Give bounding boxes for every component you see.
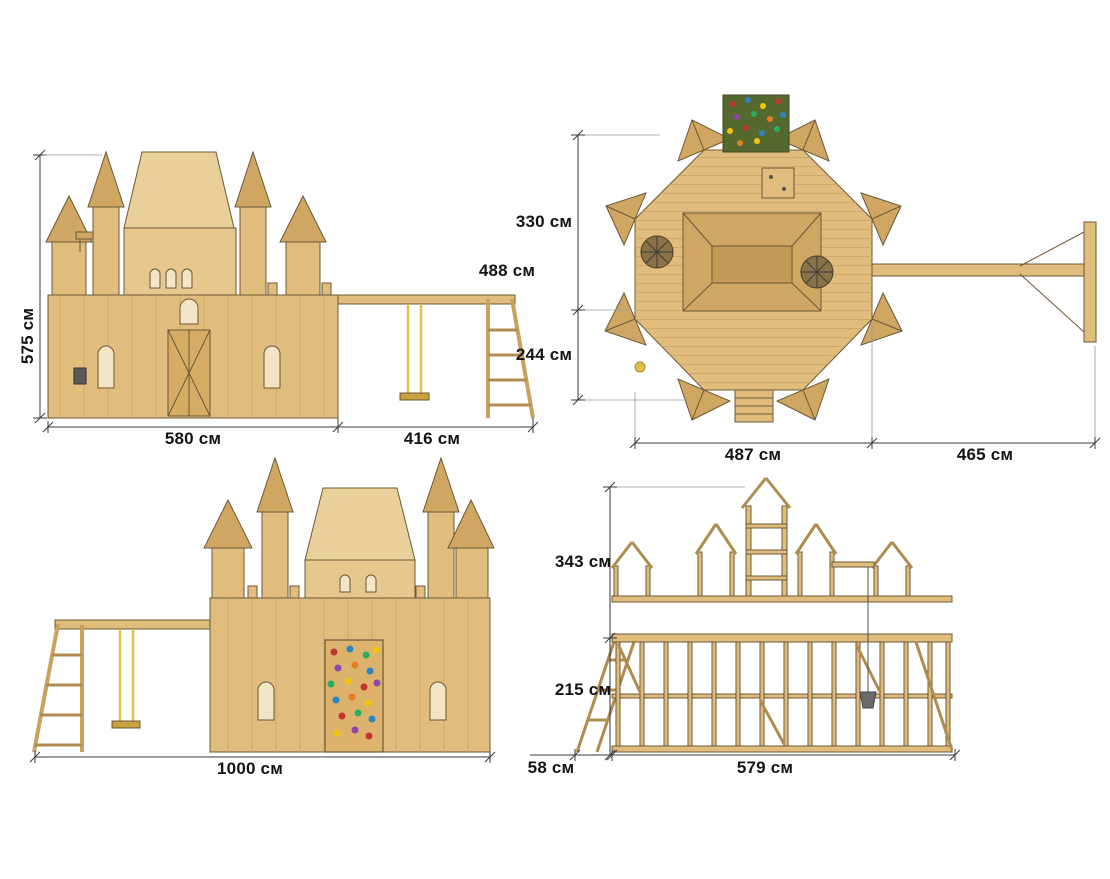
dim-plan-depths — [571, 129, 688, 406]
pulley-arm — [831, 561, 877, 709]
dim-label-front-height: 575 см — [18, 307, 37, 365]
dim-label-plan-lower-depth: 244 см — [515, 345, 573, 364]
tower-roof-fans — [604, 119, 903, 421]
dim-label-frame-ladder-offset: 58 см — [527, 758, 575, 777]
dim-label-front-castle-width: 580 см — [164, 429, 222, 448]
top-plan-view — [571, 94, 1101, 449]
castle-door — [167, 298, 211, 417]
dim-label-frame-upper-height: 343 см — [554, 552, 612, 571]
dim-label-plan-beam-length: 465 см — [956, 445, 1014, 464]
climbing-wall-top — [722, 94, 790, 153]
dim-front-widths — [42, 418, 539, 433]
dim-label-front-swing-width: 416 см — [403, 429, 461, 448]
dim-label-plan-platform-width: 487 см — [724, 445, 782, 464]
deck-studs — [615, 641, 951, 747]
dim-label-frame-width: 579 см — [736, 758, 794, 777]
dim-label-rear-overall-width: 1000 см — [217, 759, 283, 778]
lantern — [73, 367, 87, 385]
central-roof-top — [682, 212, 822, 312]
swing-front — [399, 304, 430, 401]
frame-structure-view — [530, 477, 961, 761]
dim-frame-heights — [603, 481, 745, 761]
climbing-wall-rear — [324, 639, 384, 753]
swing-beam-top — [871, 221, 1097, 343]
dim-rear-width — [29, 751, 496, 763]
swing-seat-top — [634, 361, 646, 373]
steering-wheel-left — [640, 235, 674, 269]
swing-rear — [111, 629, 141, 729]
dim-label-frame-deck-height: 215 см — [554, 680, 612, 699]
roof-hatch — [761, 167, 795, 199]
dim-front-height — [33, 149, 102, 424]
dim-frame-widths — [530, 749, 961, 761]
rear-elevation-view — [29, 456, 496, 763]
steering-wheel-right — [800, 255, 834, 289]
front-elevation-view — [33, 149, 539, 433]
tower-frames — [610, 477, 914, 597]
dim-label-plan-upper-depth: 330 см — [515, 212, 573, 231]
dim-plan-widths — [629, 322, 1101, 449]
dim-label-plan-platform-depth: 488 см — [478, 261, 536, 280]
